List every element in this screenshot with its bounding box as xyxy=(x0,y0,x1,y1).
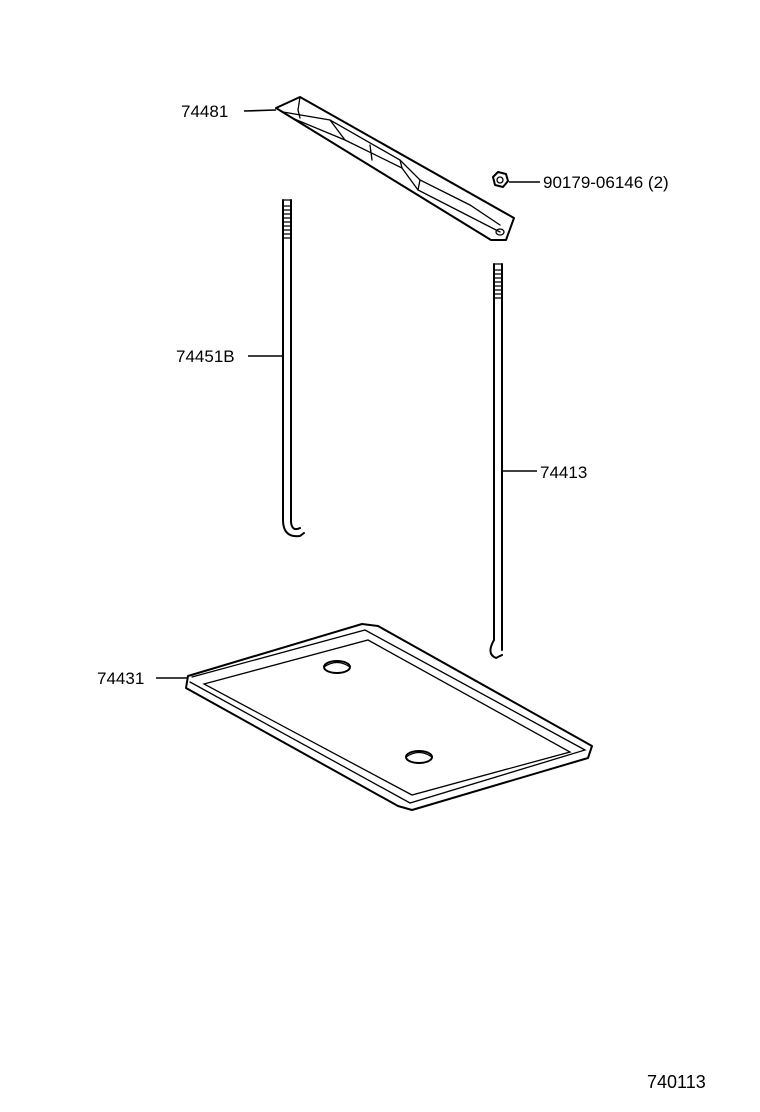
battery-tray[interactable] xyxy=(185,623,593,811)
label-rod-right: 74413 xyxy=(540,463,587,482)
hold-down-clamp[interactable] xyxy=(275,96,515,241)
illustration-number: 740113 xyxy=(647,1072,706,1092)
rod-left[interactable] xyxy=(282,199,305,538)
leader-hold-down-clamp xyxy=(243,109,277,112)
label-nut: 90179-06146 (2) xyxy=(543,173,669,192)
rod-right[interactable] xyxy=(489,263,503,659)
label-battery-tray: 74431 xyxy=(97,669,144,688)
label-hold-down-clamp: 74481 xyxy=(181,102,228,121)
nut-icon[interactable] xyxy=(492,171,509,188)
label-rod-left: 74451B xyxy=(176,347,235,366)
